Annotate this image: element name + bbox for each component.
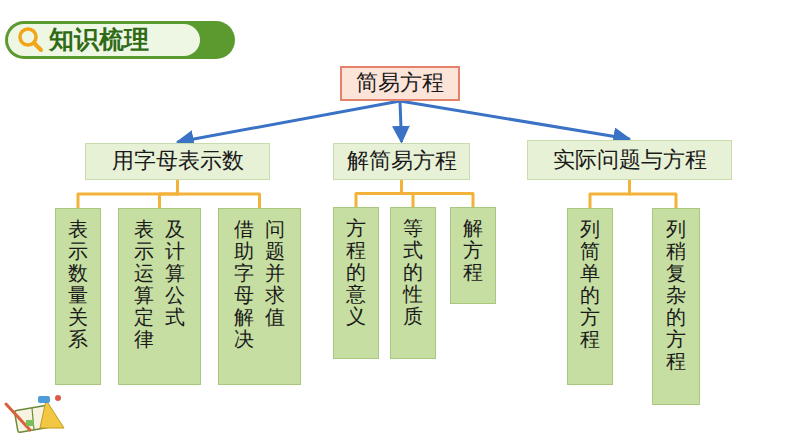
branch-arrow xyxy=(400,101,402,142)
subtopic-box: 等式的性质 xyxy=(390,207,436,359)
bracket-line xyxy=(160,180,178,208)
banner-inner xyxy=(8,24,200,56)
subtopic-box: 列简单的方程 xyxy=(567,208,613,385)
banner-back xyxy=(5,21,235,59)
subtopic-box: 解方程 xyxy=(450,207,496,304)
subtopic-box: 表示运算定律及计算公式 xyxy=(118,208,201,385)
node-label: 表示运算定律及计算公式 xyxy=(134,218,185,350)
subtopic-box: 列稍复杂的方程 xyxy=(652,208,700,405)
subtopic-box: 表示数量关系 xyxy=(55,208,101,385)
node-label: 等式的性质 xyxy=(403,217,423,327)
branch-arrow xyxy=(400,101,630,139)
bracket-line xyxy=(178,180,260,208)
node-label: 列稍复杂的方程 xyxy=(666,218,686,372)
branch-arrow xyxy=(178,101,401,142)
subtopic-box: 方程的意义 xyxy=(333,207,379,359)
heading-text: 知识梳理 xyxy=(49,25,149,55)
stationery-illustration xyxy=(6,395,64,433)
node-label: 用字母表示数 xyxy=(112,148,244,174)
heading-banner: 知识梳理 xyxy=(5,21,235,59)
bracket-line xyxy=(630,180,677,208)
node-label: 实际问题与方程 xyxy=(553,147,707,173)
topic-box: 用字母表示数 xyxy=(85,143,270,180)
bracket-line xyxy=(402,180,474,207)
bracket-line xyxy=(78,180,178,208)
node-label: 方程的意义 xyxy=(346,217,366,327)
magnifier-icon xyxy=(20,29,41,50)
bracket-line xyxy=(590,180,630,208)
topic-box: 解简易方程 xyxy=(333,143,470,180)
node-label: 列简单的方程 xyxy=(580,218,600,350)
node-label: 解方程 xyxy=(463,217,483,283)
subtopic-box: 借助字母解决问题并求值 xyxy=(218,208,301,385)
node-label: 表示数量关系 xyxy=(68,218,88,350)
node-label: 简易方程 xyxy=(356,70,444,96)
root-box: 简易方程 xyxy=(340,66,460,101)
node-label: 借助字母解决问题并求值 xyxy=(234,218,285,350)
bracket-line xyxy=(356,180,402,207)
node-label: 解简易方程 xyxy=(347,148,457,174)
topic-box: 实际问题与方程 xyxy=(527,140,732,180)
